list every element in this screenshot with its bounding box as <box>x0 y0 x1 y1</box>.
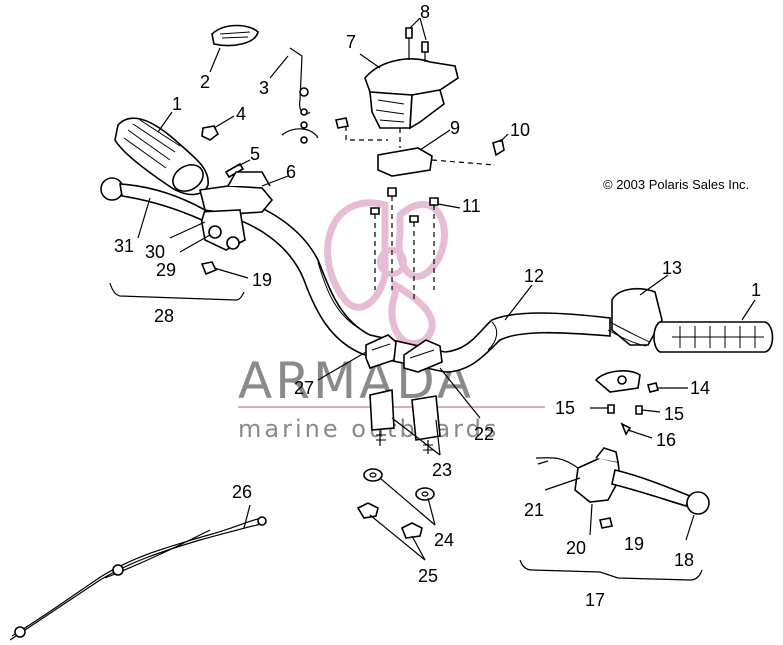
callout-27: 27 <box>294 378 314 398</box>
screw-10 <box>492 138 505 157</box>
callout-8: 8 <box>420 2 430 22</box>
callout-2: 2 <box>200 72 210 92</box>
callout-15: 15 <box>555 398 575 418</box>
callout-23: 23 <box>432 460 452 480</box>
callout-16: 16 <box>656 430 676 450</box>
callout-25: 25 <box>418 566 438 586</box>
throttle-cable <box>9 516 267 641</box>
master-cylinder <box>199 171 274 251</box>
screw-8b <box>421 41 429 53</box>
callout-7: 7 <box>346 32 356 52</box>
callout-15: 15 <box>664 404 684 424</box>
housing-screw <box>335 117 349 129</box>
callout-18: 18 <box>674 550 694 570</box>
callout-21: 21 <box>524 500 544 520</box>
callout-1: 1 <box>751 280 761 300</box>
nut-19-right <box>599 517 613 529</box>
clamp-block-9 <box>377 147 433 177</box>
switch-housing <box>364 58 459 130</box>
handlebar-tube <box>204 189 611 373</box>
right-grip <box>653 321 774 353</box>
callout-20: 20 <box>566 538 586 558</box>
watermark-tagline: marine outboards <box>238 415 499 443</box>
washers <box>356 468 435 539</box>
callout-29: 29 <box>156 260 176 280</box>
callout-14: 14 <box>690 378 710 398</box>
risers <box>369 389 441 454</box>
upper-clamps <box>365 334 443 373</box>
callout-11: 11 <box>462 196 481 216</box>
nut-19-left <box>200 261 218 276</box>
throttle-lever-small <box>594 370 659 436</box>
left-grip <box>114 117 209 196</box>
callout-1: 1 <box>172 94 182 114</box>
callout-28: 28 <box>154 306 174 326</box>
callout-9: 9 <box>450 118 460 138</box>
callout-31: 31 <box>114 236 134 256</box>
callout-22: 22 <box>474 424 494 444</box>
callout-6: 6 <box>286 162 296 182</box>
switch-cover <box>211 24 259 47</box>
clip-pin <box>281 47 319 144</box>
callout-19: 19 <box>624 534 644 554</box>
throttle-housing <box>607 287 663 347</box>
left-brake-lever <box>100 177 206 222</box>
callout-3: 3 <box>259 78 269 98</box>
callout-12: 12 <box>524 266 544 286</box>
callout-labels: 1 1 2 3 4 5 6 7 8 9 10 11 12 13 14 15 15… <box>114 2 761 610</box>
callout-10: 10 <box>510 120 530 140</box>
callout-17: 17 <box>585 590 605 610</box>
screw-8a <box>405 27 413 39</box>
callout-4: 4 <box>236 104 246 124</box>
callout-24: 24 <box>434 530 454 550</box>
callout-30: 30 <box>145 242 165 262</box>
callout-19: 19 <box>252 270 272 290</box>
callout-26: 26 <box>232 482 252 502</box>
screw-5 <box>224 162 245 179</box>
callout-5: 5 <box>250 144 260 164</box>
copyright-notice: © 2003 Polaris Sales Inc. <box>603 177 749 192</box>
callout-13: 13 <box>662 258 682 278</box>
nut-4 <box>201 125 220 141</box>
leader-lines <box>137 17 756 561</box>
right-brake-lever <box>535 447 710 515</box>
clamp-bolts <box>370 187 439 300</box>
